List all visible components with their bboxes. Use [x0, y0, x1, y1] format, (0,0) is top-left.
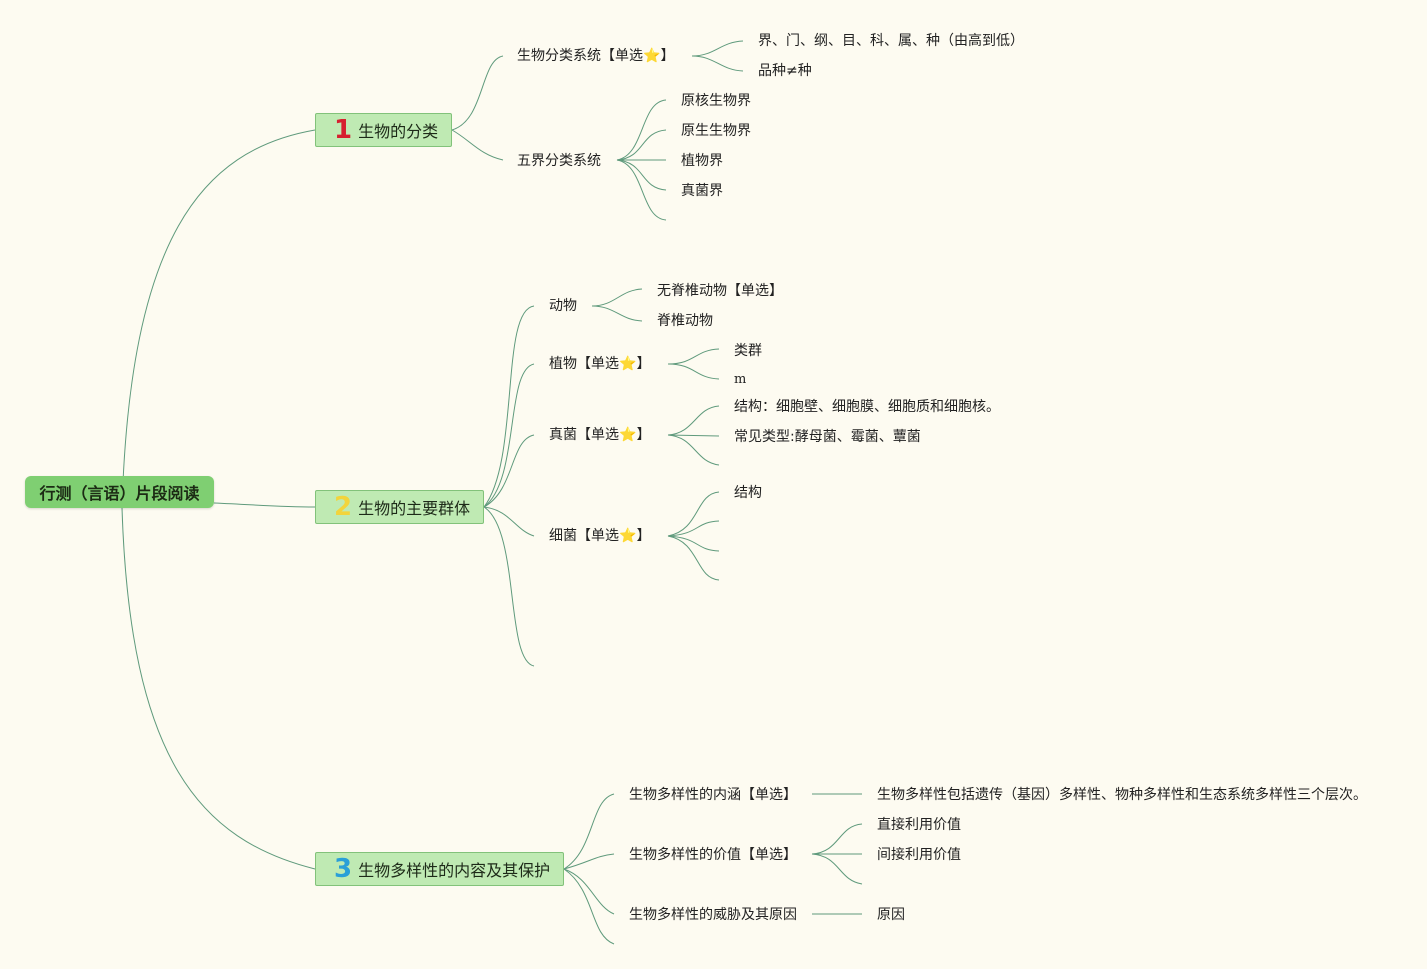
- connector: [483, 363, 535, 508]
- branch-classification[interactable]: 1 生物的分类: [315, 113, 452, 147]
- topic-bacteria[interactable]: 细菌【单选⭐】: [549, 528, 651, 544]
- number-2-icon: 2: [334, 492, 353, 522]
- topic-classification-system[interactable]: 生物分类系统【单选⭐】: [517, 48, 675, 64]
- connector: [616, 159, 667, 221]
- connector: [563, 793, 615, 870]
- star-icon: ⭐: [619, 528, 637, 544]
- connector: [616, 159, 667, 191]
- connector: [667, 434, 720, 437]
- branch-biodiversity[interactable]: 3 生物多样性的内容及其保护: [315, 852, 564, 886]
- connector: [691, 55, 744, 72]
- connector: [121, 507, 316, 870]
- connector: [667, 535, 720, 552]
- subtopic[interactable]: 结构：细胞壁、细胞膜、细胞质和细胞核。: [734, 399, 1000, 415]
- connector: [667, 405, 720, 436]
- connector: [483, 506, 535, 537]
- connector: [667, 348, 720, 365]
- subtopic[interactable]: 间接利用价值: [877, 847, 961, 863]
- subtopic[interactable]: 原生生物界: [681, 123, 751, 139]
- subtopic[interactable]: 无脊椎动物【单选】: [657, 283, 783, 299]
- connector: [563, 868, 615, 945]
- branch-label: 生物的分类: [358, 122, 439, 141]
- topic-five-kingdoms[interactable]: 五界分类系统: [517, 153, 601, 169]
- topic-biodiversity-meaning[interactable]: 生物多样性的内涵【单选】: [629, 787, 797, 803]
- connector: [811, 853, 863, 885]
- connector: [483, 434, 535, 508]
- subtopic[interactable]: 原因: [877, 907, 905, 923]
- subtopic[interactable]: 脊椎动物: [657, 313, 713, 329]
- subtopic[interactable]: 原核生物界: [681, 93, 751, 109]
- connector: [667, 491, 720, 537]
- topic-animals[interactable]: 动物: [549, 298, 577, 314]
- subtopic[interactable]: 品种≠种: [758, 63, 812, 79]
- connector: [691, 40, 744, 57]
- subtopic[interactable]: 界、门、纲、目、科、属、种（由高到低）: [758, 33, 1024, 49]
- connector: [811, 823, 863, 855]
- topic-biodiversity-value[interactable]: 生物多样性的价值【单选】: [629, 847, 797, 863]
- connector: [591, 288, 643, 307]
- connector: [213, 502, 316, 508]
- connector: [667, 520, 720, 537]
- subtopic[interactable]: m: [734, 372, 747, 387]
- connector: [483, 305, 535, 508]
- root-topic[interactable]: 行测（言语）片段阅读: [25, 476, 214, 508]
- number-3-icon: 3: [334, 854, 353, 884]
- star-icon: ⭐: [619, 356, 637, 372]
- connector: [616, 99, 667, 161]
- connector: [563, 853, 615, 870]
- connector: [451, 55, 504, 131]
- connector: [616, 129, 667, 161]
- connector: [451, 129, 504, 161]
- topic-plants[interactable]: 植物【单选⭐】: [549, 356, 651, 372]
- branch-major-groups[interactable]: 2 生物的主要群体: [315, 490, 484, 524]
- subtopic[interactable]: 类群: [734, 343, 762, 359]
- connector: [121, 129, 316, 509]
- subtopic[interactable]: 直接利用价值: [877, 817, 961, 833]
- connector: [667, 434, 720, 466]
- branch-label: 生物多样性的内容及其保护: [358, 861, 551, 880]
- subtopic[interactable]: 生物多样性包括遗传（基因）多样性、物种多样性和生态系统多样性三个层次。: [877, 787, 1367, 803]
- topic-biodiversity-threats[interactable]: 生物多样性的威胁及其原因: [629, 907, 797, 923]
- star-icon: ⭐: [619, 427, 637, 443]
- root-topic-label: 行测（言语）片段阅读: [39, 484, 200, 503]
- number-1-icon: 1: [334, 115, 353, 145]
- connector: [483, 506, 535, 667]
- connector: [667, 363, 720, 380]
- branch-label: 生物的主要群体: [358, 499, 471, 518]
- subtopic[interactable]: 植物界: [681, 153, 723, 169]
- star-icon: ⭐: [643, 48, 661, 64]
- connector: [591, 305, 643, 322]
- connector: [563, 868, 615, 915]
- subtopic[interactable]: 结构: [734, 485, 762, 501]
- topic-fungi[interactable]: 真菌【单选⭐】: [549, 427, 651, 443]
- subtopic[interactable]: 常见类型:酵母菌、霉菌、蕈菌: [734, 429, 921, 445]
- connector: [667, 535, 720, 581]
- subtopic[interactable]: 真菌界: [681, 183, 723, 199]
